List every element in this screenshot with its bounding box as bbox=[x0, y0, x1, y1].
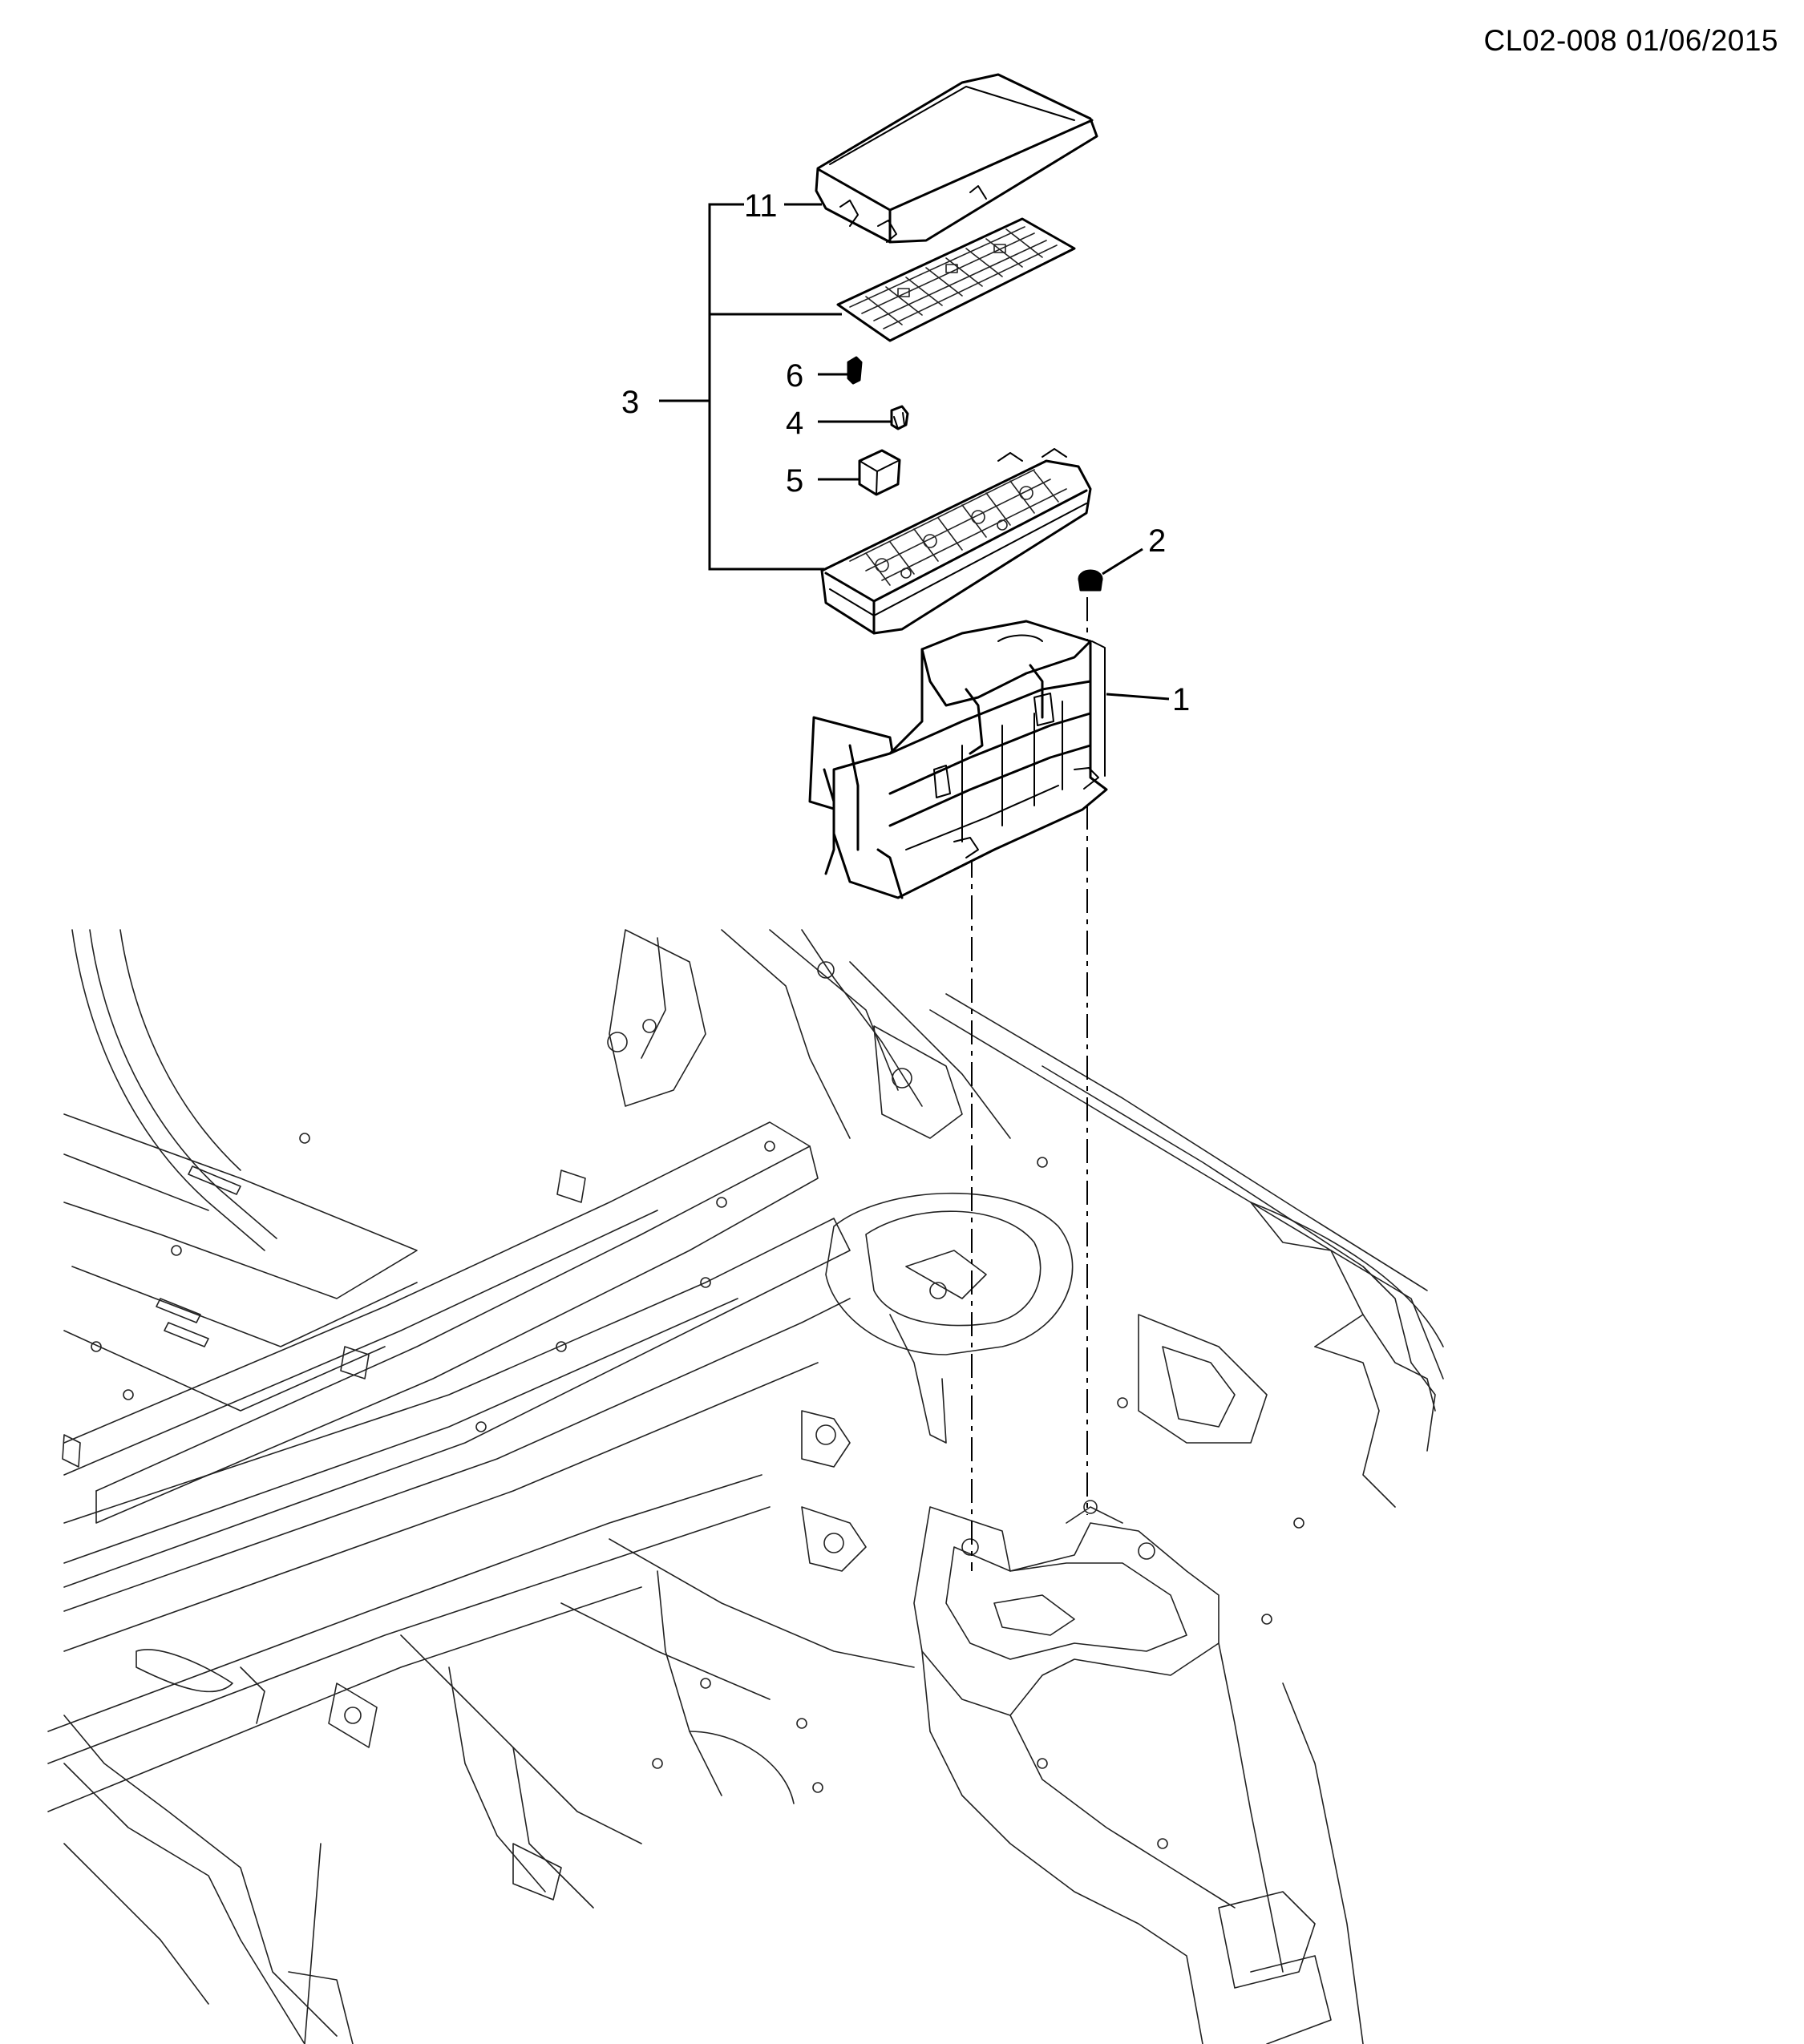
callout-3: 3 bbox=[621, 385, 639, 420]
callout-11: 11 bbox=[744, 188, 778, 224]
callout-labels: 11 3 6 4 5 2 1 bbox=[621, 188, 1190, 717]
vehicle-body-structure bbox=[47, 929, 1444, 2044]
fuse-box-bracket bbox=[808, 620, 1108, 899]
fuse-box-cover bbox=[815, 73, 1098, 244]
relay bbox=[858, 449, 901, 496]
nut bbox=[1078, 569, 1103, 592]
callout-2: 2 bbox=[1148, 523, 1166, 559]
fuse-mini bbox=[847, 356, 863, 385]
alignment-lines bbox=[971, 597, 1088, 1571]
callout-1: 1 bbox=[1172, 682, 1190, 717]
fuse-box-housing bbox=[820, 448, 1092, 635]
drawing-code-date: CL02-008 01/06/2015 bbox=[1483, 24, 1778, 57]
callout-6: 6 bbox=[786, 358, 803, 394]
callout-4: 4 bbox=[786, 406, 803, 441]
leader-lines bbox=[659, 203, 1170, 701]
fuse-label-sheet bbox=[836, 217, 1076, 342]
callout-5: 5 bbox=[786, 463, 803, 499]
fuse-large bbox=[890, 405, 909, 430]
